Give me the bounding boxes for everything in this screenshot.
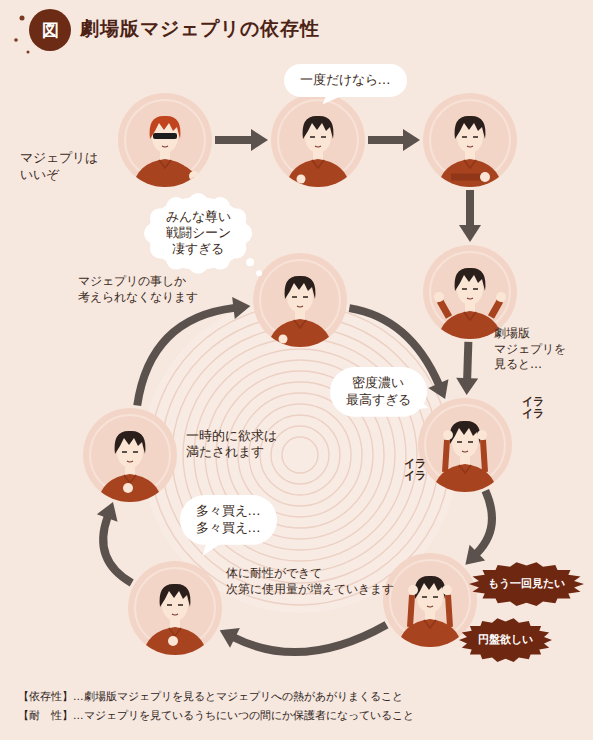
circle-node bbox=[271, 93, 365, 187]
circle-node: マジェプリは いいぞ bbox=[118, 93, 212, 187]
circle-node bbox=[128, 561, 222, 655]
text-holder: イライラ bbox=[522, 396, 545, 420]
arrow-head bbox=[465, 545, 485, 565]
flow-arrow bbox=[97, 502, 132, 583]
badge-label: 図 bbox=[42, 19, 59, 41]
arrow-line bbox=[467, 342, 468, 379]
flow-arrow bbox=[456, 342, 478, 395]
node-shape bbox=[423, 93, 517, 187]
bubble-text: みんな尊い 戦闘シーン 凄すぎる bbox=[166, 209, 231, 258]
paint-dot bbox=[20, 16, 25, 21]
flow-arrow bbox=[459, 190, 481, 242]
circle-node bbox=[423, 93, 517, 187]
bubble-text: 多々買え… 多々買え… bbox=[196, 503, 261, 537]
node-shape bbox=[253, 253, 347, 347]
ring-lines bbox=[150, 305, 450, 605]
text-holder: マジェプリは いいぞ bbox=[20, 150, 98, 184]
text-holder: マジェプリの事しか 考えられなくなります bbox=[78, 274, 198, 305]
circle-node: 一時的に欲求は 満たされます bbox=[83, 408, 177, 502]
circle-node bbox=[423, 245, 517, 339]
arrow-label: 劇場版 マジェプリを 見ると… bbox=[494, 326, 566, 373]
burst-shape: もう一回見たい bbox=[469, 562, 584, 606]
text-holder: 図 bbox=[42, 19, 59, 41]
text-holder: イライラ bbox=[404, 458, 427, 482]
text-holder: 劇場版マジェプリの依存性 bbox=[80, 16, 320, 41]
arrow-line bbox=[103, 517, 132, 583]
arrow-line bbox=[368, 136, 404, 144]
flow-arrow bbox=[137, 297, 250, 405]
node-shape bbox=[423, 245, 517, 339]
burst-text: 円盤欲しい bbox=[478, 633, 533, 647]
text-holder: 体に耐性ができて 次第に使用量が増えていきます bbox=[226, 566, 394, 597]
bubble-text: 一度だけなら… bbox=[300, 72, 391, 89]
arrow-label: 体に耐性ができて 次第に使用量が増えていきます bbox=[226, 566, 394, 597]
arrow-line bbox=[137, 308, 234, 406]
circle-node bbox=[253, 253, 347, 347]
node-shape bbox=[128, 561, 222, 655]
paint-dot bbox=[14, 38, 18, 42]
arrow-head bbox=[456, 378, 478, 395]
text-holder: 【耐 性】…マジェプリを見ているうちにいつの間にか保護者になっていること bbox=[18, 709, 414, 723]
circle-caption: 一時的に欲求は 満たされます bbox=[186, 428, 277, 461]
circle-caption: マジェプリは いいぞ bbox=[20, 150, 98, 184]
paint-dot bbox=[27, 51, 30, 54]
node-shape bbox=[118, 93, 212, 187]
arrow-line bbox=[466, 190, 474, 226]
node-shape bbox=[271, 93, 365, 187]
arrow-head bbox=[232, 297, 250, 319]
arrow-head bbox=[220, 628, 240, 648]
arrow-head bbox=[97, 502, 118, 522]
burst-text: もう一回見たい bbox=[488, 577, 565, 591]
text-holder: 一時的に欲求は 満たされます bbox=[186, 428, 277, 461]
node-shape bbox=[83, 408, 177, 502]
arrow-head bbox=[251, 129, 268, 151]
diagram-title: 劇場版マジェプリの依存性 bbox=[80, 16, 320, 41]
arrow-line bbox=[215, 136, 252, 144]
footnote: 【耐 性】…マジェプリを見ているうちにいつの間にか保護者になっていること bbox=[18, 709, 414, 723]
footnote: 【依存性】…劇場版マジェプリを見るとマジェプリへの熱があがりまくること bbox=[18, 690, 403, 704]
flow-arrow bbox=[220, 625, 387, 652]
arrow-line bbox=[477, 491, 492, 554]
text-holder: 【依存性】…劇場版マジェプリを見るとマジェプリへの熱があがりまくること bbox=[18, 690, 403, 704]
title-badge bbox=[29, 9, 71, 51]
arrow-label: マジェプリの事しか 考えられなくなります bbox=[78, 274, 198, 305]
node-shape bbox=[418, 398, 512, 492]
burst-shape: 円盤欲しい bbox=[459, 618, 552, 662]
irritation-mark: イライラ bbox=[522, 396, 545, 420]
arrow-head bbox=[428, 379, 448, 399]
text-holder: 劇場版 マジェプリを 見ると… bbox=[494, 326, 566, 373]
speech-bubble: 一度だけなら… bbox=[284, 64, 407, 97]
arrow-line bbox=[234, 625, 386, 652]
speech-bubble: 密度濃い 最高すぎる bbox=[330, 367, 427, 417]
flow-arrow bbox=[465, 491, 492, 565]
arrow-head bbox=[459, 225, 481, 242]
flow-arrow bbox=[368, 129, 420, 151]
speech-bubble: 多々買え… 多々買え… bbox=[180, 495, 277, 545]
circle-node bbox=[418, 398, 512, 492]
irritation-mark: イライラ bbox=[404, 458, 427, 482]
arrow-head bbox=[403, 129, 420, 151]
bubble-text: 密度濃い 最高すぎる bbox=[346, 375, 411, 409]
flow-arrow bbox=[215, 129, 268, 151]
thought-bubble: みんな尊い 戦闘シーン 凄すぎる bbox=[146, 195, 250, 272]
